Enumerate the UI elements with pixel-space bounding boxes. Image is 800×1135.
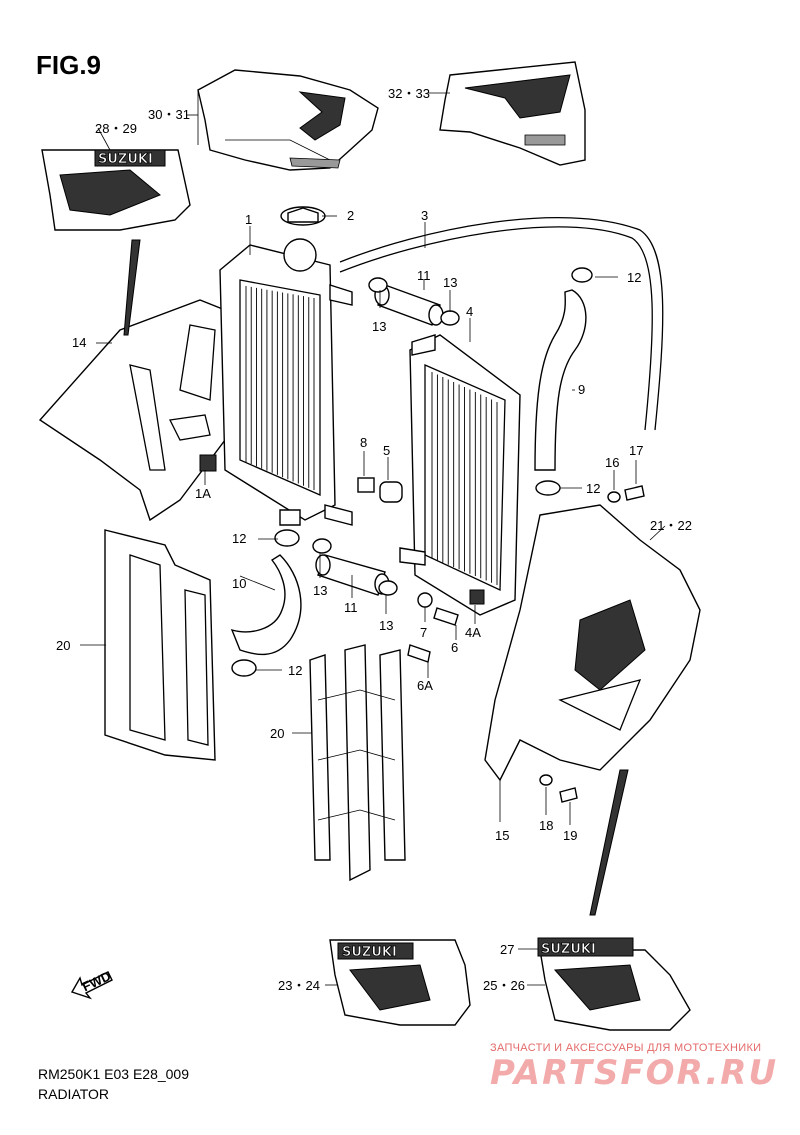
radiator-louver-right (309, 644, 406, 882)
callout-15: 15 (495, 828, 509, 843)
shroud-decal-lower-right: SUZUKI (537, 937, 691, 1031)
radiator-shroud-left (38, 239, 226, 522)
shroud-decal-lower-left: SUZUKI (329, 939, 471, 1026)
hose-clamps (312, 277, 460, 596)
callout-1A: 1A (195, 486, 211, 501)
forward-arrow-icon: FWD (70, 968, 113, 1000)
callout-17: 17 (629, 443, 643, 458)
callout-11a: 11 (417, 268, 431, 283)
shroud-decal-upper-right (439, 61, 586, 166)
shroud-decal-upper-left (197, 69, 379, 171)
model-code: RM250K1 E03 E28_009 (38, 1066, 189, 1082)
callout-13d: 13 (379, 618, 393, 633)
radiator-right (399, 334, 521, 616)
callout-21-22: 21・22 (650, 518, 692, 533)
leader-lines (80, 90, 666, 986)
radiator-hose-left (230, 529, 302, 677)
callout-19: 19 (563, 828, 577, 843)
callout-6A: 6A (417, 678, 433, 693)
callout-27: 27 (500, 942, 514, 957)
watermark-brand: PARTSFOR.RU (490, 1053, 779, 1093)
callout-6: 6 (451, 640, 458, 655)
watermark-tagline: ЗАПЧАСТИ И АКСЕССУАРЫ ДЛЯ МОТОТЕХНИКИ (490, 1042, 762, 1054)
callout-13a: 13 (372, 319, 386, 334)
callout-5: 5 (383, 443, 390, 458)
decal-brand-text-2: SUZUKI (342, 945, 397, 960)
radiator-louver-left (104, 529, 216, 761)
callout-30-31: 30・31 (148, 107, 190, 122)
callout-7: 7 (420, 625, 427, 640)
callout-8: 8 (360, 435, 367, 450)
callout-25-26: 25・26 (483, 978, 525, 993)
mounting-hardware (357, 477, 645, 803)
callout-9: 9 (578, 382, 585, 397)
radiator-left (199, 206, 353, 526)
tank-decal-left: SUZUKI (41, 149, 191, 231)
callout-32-33: 32・33 (388, 86, 430, 101)
callout-4A: 4A (465, 625, 481, 640)
callout-2: 2 (347, 208, 354, 223)
overflow-hose (339, 216, 664, 431)
callout-13c: 13 (313, 583, 327, 598)
decal-brand-text-1: SUZUKI (98, 152, 153, 167)
callout-13b: 13 (443, 275, 457, 290)
callout-12a: 12 (627, 270, 641, 285)
callout-11b: 11 (344, 600, 358, 615)
callout-12c: 12 (232, 531, 246, 546)
decal-brand-text-3: SUZUKI (541, 942, 596, 957)
callout-28-29: 28・29 (95, 121, 137, 136)
figure-title: FIG.9 (36, 50, 102, 80)
radiator-shroud-right (484, 504, 701, 916)
callout-labels: 1 1A 2 3 4 4A 5 6 6A 7 8 9 10 11 11 12 1… (56, 86, 692, 993)
callout-20a: 20 (56, 638, 70, 653)
callout-23-24: 23・24 (278, 978, 320, 993)
callout-1: 1 (245, 212, 252, 227)
callout-18: 18 (539, 818, 553, 833)
callout-10: 10 (232, 576, 246, 591)
callout-20b: 20 (270, 726, 284, 741)
callout-4: 4 (466, 304, 473, 319)
fwd-label: FWD (80, 968, 113, 994)
section-name: RADIATOR (38, 1086, 110, 1102)
callout-3: 3 (421, 208, 428, 223)
callout-12b: 12 (586, 481, 600, 496)
callout-12d: 12 (288, 663, 302, 678)
callout-16: 16 (605, 455, 619, 470)
callout-14: 14 (72, 335, 86, 350)
radiator-hose-right (534, 267, 593, 496)
